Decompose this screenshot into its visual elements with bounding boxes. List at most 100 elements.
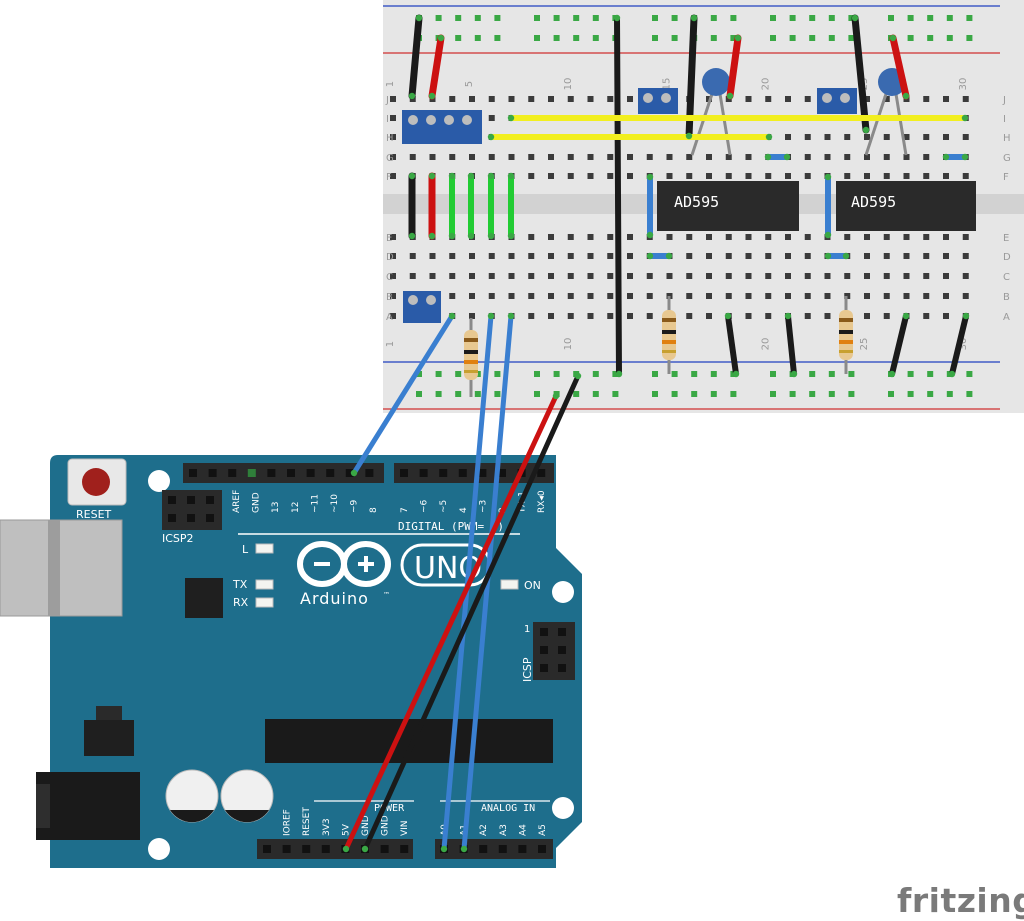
voltage-regulator-tab <box>96 706 122 720</box>
wire-red-to-5v <box>343 393 559 852</box>
wire-end <box>726 92 734 100</box>
breadboard-hole <box>528 253 535 259</box>
breadboard-hole <box>548 253 554 259</box>
capacitor-stripe <box>225 810 269 823</box>
header-pin <box>419 469 428 477</box>
breadboard-hole <box>548 313 554 319</box>
breadboard-hole <box>607 313 614 319</box>
mounting-hole <box>148 470 170 492</box>
wire-end <box>613 14 621 22</box>
breadboard-hole <box>923 253 930 259</box>
breadboard-hole <box>706 154 712 160</box>
breadboard-hole <box>765 293 772 299</box>
breadboard-hole <box>508 293 515 299</box>
wire-end <box>732 370 740 378</box>
breadboard-hole <box>666 173 673 179</box>
rail-hole <box>494 15 501 21</box>
reset-button <box>82 468 110 496</box>
power-header-pin <box>263 845 271 853</box>
arduino-wordmark: Arduino <box>300 589 369 608</box>
rail-hole <box>710 371 717 377</box>
breadboard-hole <box>765 313 772 319</box>
breadboard-hole <box>844 234 851 240</box>
breadboard-hole <box>883 134 890 140</box>
breadboard-hole <box>745 253 752 259</box>
breadboard-hole <box>785 253 791 259</box>
breadboard-hole <box>686 173 693 179</box>
icsp-pin <box>540 646 548 654</box>
header-pin <box>189 469 197 477</box>
breadboard-hole <box>508 273 515 279</box>
breadboard-hole <box>390 253 396 259</box>
header-pin <box>439 469 448 477</box>
rail-hole <box>494 35 501 41</box>
digital-pin-label: 7 <box>400 507 410 513</box>
breadboard-hole <box>567 253 574 259</box>
rail-hole <box>907 15 914 21</box>
breadboard-hole <box>409 253 416 259</box>
breadboard-hole <box>864 154 870 160</box>
analog-header-pin <box>538 845 546 853</box>
rail-hole <box>907 391 914 397</box>
breadboard-hole <box>706 293 712 299</box>
power-pin-label: RESET <box>302 807 312 836</box>
breadboard-hole <box>548 173 554 179</box>
rail-hole <box>770 371 776 377</box>
rail-hole <box>652 15 658 21</box>
chip-1-label: AD595 <box>674 193 719 211</box>
resistor-1 <box>464 318 478 397</box>
header-pin <box>326 469 335 477</box>
rail-hole <box>710 35 717 41</box>
breadboard-hole <box>587 96 594 102</box>
wire-end <box>685 132 693 140</box>
wire-red <box>889 34 910 100</box>
breadboard-hole <box>943 293 949 299</box>
digital-pin-label: RX◂0 <box>537 490 547 513</box>
wire-end <box>842 252 850 260</box>
column-number-top: 5 <box>464 81 475 87</box>
rail-hole <box>966 15 973 21</box>
breadboard-hole <box>745 293 752 299</box>
rail-hole <box>907 371 914 377</box>
breadboard-hole <box>785 96 791 102</box>
wire-end <box>460 845 468 853</box>
wire-end <box>961 114 969 122</box>
breadboard-hole <box>804 154 811 160</box>
reset-label: RESET <box>76 508 112 521</box>
breadboard-hole <box>706 313 712 319</box>
icsp2-label: ICSP2 <box>162 532 194 545</box>
rail-hole <box>534 391 540 397</box>
rail-hole <box>553 15 560 21</box>
digital-pin-label: ~9 <box>350 499 360 513</box>
breadboard-hole <box>390 273 396 279</box>
power-header-pin <box>380 845 389 853</box>
rail-hole <box>730 15 737 21</box>
icsp-pin <box>558 628 566 636</box>
breadboard-hole <box>804 253 811 259</box>
power-pin-label: VIN <box>400 820 410 836</box>
icsp2-pin <box>187 496 195 504</box>
wire-end <box>824 252 832 260</box>
breadboard-hole <box>765 173 772 179</box>
header-pin <box>247 469 256 477</box>
analog-header <box>435 839 553 859</box>
breadboard-hole <box>804 234 811 240</box>
rail-hole <box>770 15 776 21</box>
breadboard-hole <box>804 313 811 319</box>
rail-hole <box>710 391 717 397</box>
breadboard-hole <box>903 293 910 299</box>
breadboard-hole <box>765 96 772 102</box>
on-label: ON <box>524 579 541 592</box>
rail-hole <box>592 35 599 41</box>
rail-hole <box>946 391 953 397</box>
breadboard-hole <box>666 273 673 279</box>
breadboard-hole <box>429 154 436 160</box>
breadboard-hole <box>409 154 416 160</box>
breadboard-hole <box>725 234 732 240</box>
rail-hole <box>652 371 658 377</box>
voltage-regulator <box>84 720 134 756</box>
breadboard-hole <box>686 253 693 259</box>
row-letter: H <box>386 133 394 144</box>
wire-end <box>408 232 416 240</box>
